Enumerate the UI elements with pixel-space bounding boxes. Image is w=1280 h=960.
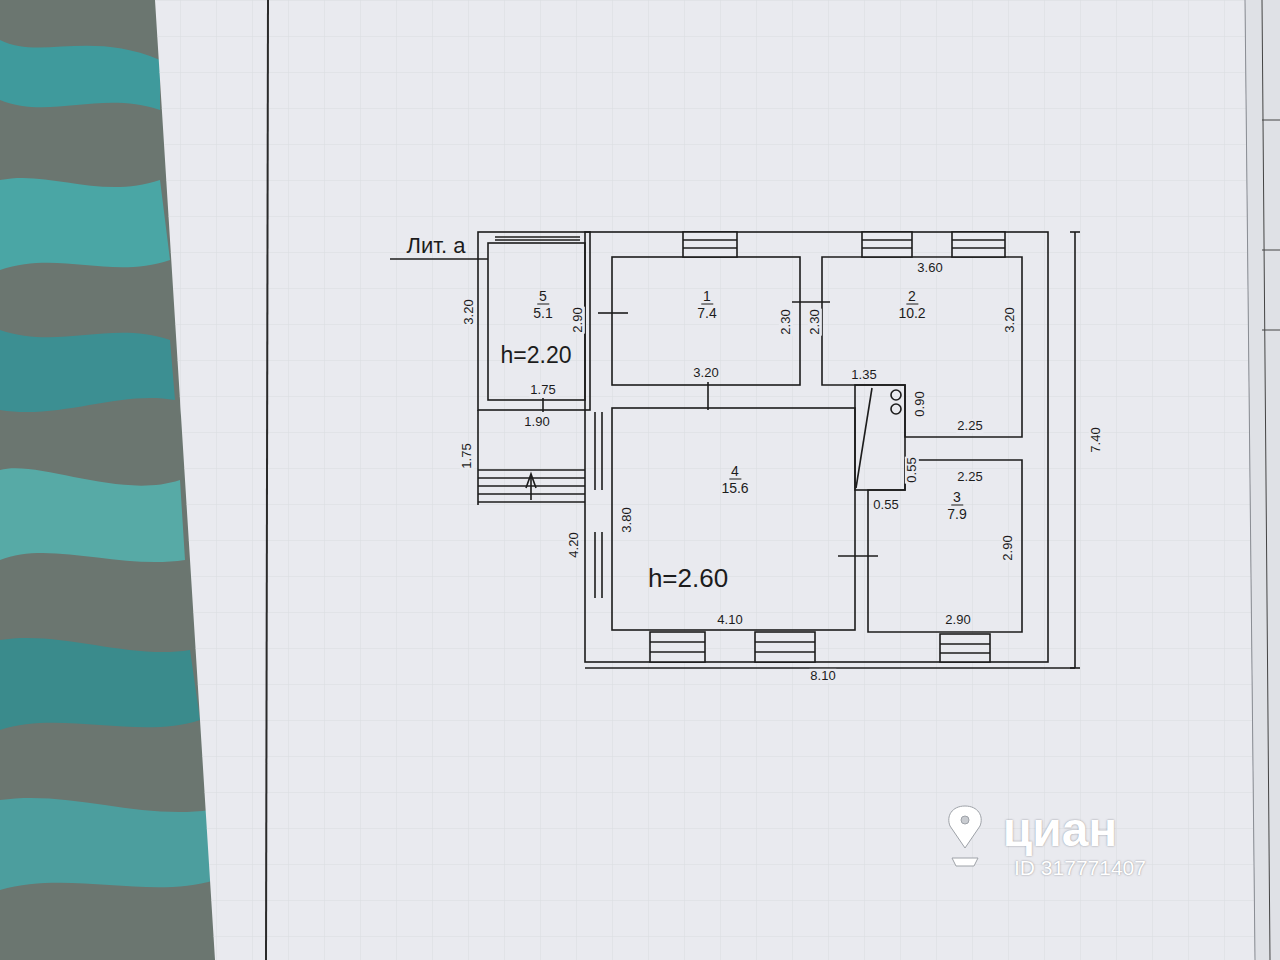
dimension-label: 0.55	[905, 456, 919, 483]
dimension-label: 4.20	[567, 531, 581, 558]
room-area: 10.2	[896, 305, 927, 321]
dimension-label: 8.10	[809, 669, 836, 683]
dimension-label: 1.90	[523, 415, 550, 429]
dimension-label: 3.80	[620, 506, 634, 533]
dimension-label: 2.90	[1001, 534, 1015, 561]
room-area: 7.9	[945, 506, 968, 522]
room-label: 55.1	[531, 288, 554, 321]
dimension-label: 2.30	[779, 308, 793, 335]
room-area: 5.1	[531, 305, 554, 321]
dimension-label: 2.25	[956, 470, 983, 484]
dimension-label: 3.20	[692, 366, 719, 380]
dimension-label: 4.10	[716, 613, 743, 627]
room-number: 2	[906, 288, 918, 305]
room-number: 5	[537, 288, 549, 305]
dimension-label: 7.40	[1089, 426, 1103, 453]
room-number: 1	[701, 288, 713, 305]
ceiling-height: h=2.60	[648, 564, 728, 593]
dimension-label: 2.90	[944, 613, 971, 627]
dimension-label: 3.20	[1003, 306, 1017, 333]
room-label: 37.9	[945, 489, 968, 522]
dimension-label: 1.75	[529, 383, 556, 397]
dimension-label: 1.35	[850, 368, 877, 382]
room-number: 4	[729, 463, 741, 480]
dimension-label: 3.20	[462, 298, 476, 325]
dimension-label: 1.75	[460, 442, 474, 469]
dimension-label: 2.90	[571, 306, 585, 333]
watermark: ID 317771407	[1014, 856, 1146, 879]
room-number: 3	[951, 489, 963, 506]
room-label: 415.6	[719, 463, 750, 496]
room-label: 210.2	[896, 288, 927, 321]
building-letter: Лит. а	[407, 234, 466, 258]
ceiling-height: h=2.20	[501, 343, 572, 368]
dimension-label: 0.90	[913, 390, 927, 417]
dimension-label: 0.55	[872, 498, 899, 512]
dimension-label: 2.30	[808, 308, 822, 335]
dimension-label: 2.25	[956, 419, 983, 433]
dimension-label: 3.60	[916, 261, 943, 275]
watermark: циан	[1003, 804, 1118, 857]
room-label: 17.4	[695, 288, 718, 321]
room-area: 15.6	[719, 480, 750, 496]
room-area: 7.4	[695, 305, 718, 321]
